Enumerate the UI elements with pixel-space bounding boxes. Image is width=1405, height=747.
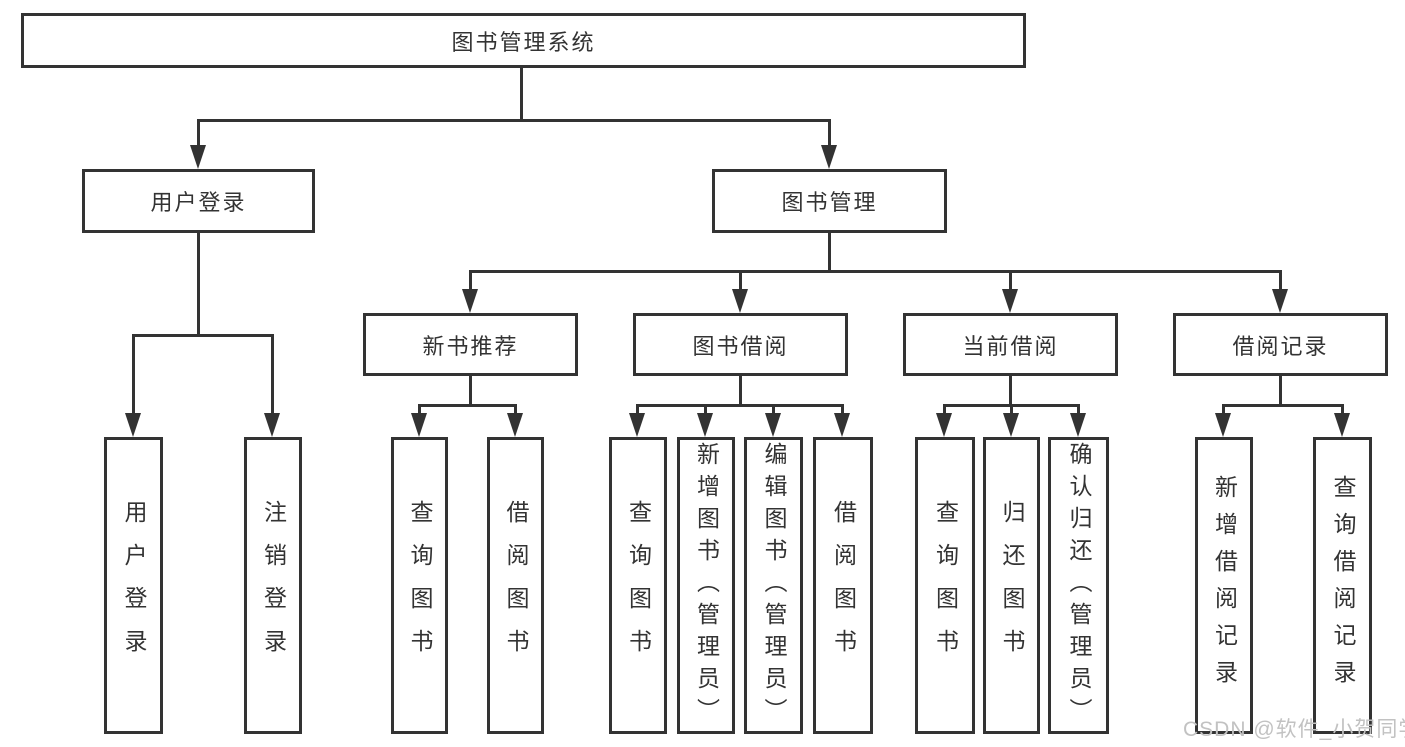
node-borrow-records-label: 借阅记录 bbox=[1232, 333, 1329, 359]
connector-line bbox=[132, 334, 135, 415]
node-user-login-label: 用户登录 bbox=[150, 190, 247, 215]
node-root-label: 图书管理系统 bbox=[451, 29, 596, 55]
connector-line bbox=[1222, 404, 1343, 407]
connector-line bbox=[1279, 270, 1282, 291]
connector-line bbox=[943, 404, 946, 415]
arrowhead-icon bbox=[411, 413, 427, 437]
connector-line bbox=[197, 233, 200, 337]
csdn-watermark: CSDN @软件_小贺同学 bbox=[1183, 718, 1405, 741]
arrowhead-icon bbox=[1334, 413, 1350, 437]
leaf-query-book-recommend: 查询图书 bbox=[391, 437, 448, 734]
arrowhead-icon bbox=[1002, 289, 1018, 313]
leaf-query-book-recommend-label: 查询图书 bbox=[407, 499, 433, 672]
arrowhead-icon bbox=[125, 413, 141, 437]
leaf-edit-book-admin-label: 编辑图书（管理员） bbox=[761, 441, 787, 730]
arrowhead-icon bbox=[1070, 413, 1086, 437]
leaf-return-book: 归还图书 bbox=[983, 437, 1040, 734]
connector-line bbox=[828, 119, 831, 148]
connector-line bbox=[197, 119, 200, 148]
arrowhead-icon bbox=[834, 413, 850, 437]
arrowhead-icon bbox=[264, 413, 280, 437]
connector-line bbox=[418, 404, 421, 415]
leaf-logout-label: 注销登录 bbox=[260, 499, 287, 672]
node-book-management: 图书管理 bbox=[712, 169, 947, 233]
node-book-borrow-label: 图书借阅 bbox=[692, 333, 789, 359]
connector-line bbox=[704, 404, 707, 415]
connector-line bbox=[1009, 270, 1012, 291]
leaf-user-login: 用户登录 bbox=[104, 437, 163, 734]
arrowhead-icon bbox=[190, 145, 206, 169]
connector-line bbox=[772, 404, 775, 415]
connector-line bbox=[636, 404, 844, 407]
leaf-query-borrow-record: 查询借阅记录 bbox=[1313, 437, 1372, 734]
connector-line bbox=[1009, 376, 1012, 407]
connector-line bbox=[828, 233, 831, 273]
arrowhead-icon bbox=[765, 413, 781, 437]
leaf-query-book-borrow: 查询图书 bbox=[609, 437, 667, 734]
node-new-book-recommend: 新书推荐 bbox=[363, 313, 578, 376]
connector-line bbox=[520, 68, 523, 122]
arrowhead-icon bbox=[936, 413, 952, 437]
connector-line bbox=[1077, 404, 1080, 415]
connector-line bbox=[1279, 376, 1282, 407]
node-borrow-records: 借阅记录 bbox=[1173, 313, 1388, 376]
connector-line bbox=[469, 270, 1282, 273]
node-current-borrow-label: 当前借阅 bbox=[962, 333, 1059, 359]
connector-line bbox=[514, 404, 517, 415]
leaf-confirm-return-admin: 确认归还（管理员） bbox=[1048, 437, 1109, 734]
arrowhead-icon bbox=[507, 413, 523, 437]
arrowhead-icon bbox=[1003, 413, 1019, 437]
leaf-borrow-book-recommend: 借阅图书 bbox=[487, 437, 544, 734]
connector-line bbox=[739, 376, 742, 407]
leaf-query-book-borrow-label: 查询图书 bbox=[625, 499, 652, 672]
connector-line bbox=[469, 270, 472, 291]
arrowhead-icon bbox=[821, 145, 837, 169]
connector-line bbox=[1341, 404, 1344, 415]
arrowhead-icon bbox=[1215, 413, 1231, 437]
connector-line bbox=[469, 376, 472, 407]
leaf-edit-book-admin: 编辑图书（管理员） bbox=[744, 437, 803, 734]
connector-line bbox=[739, 270, 742, 291]
connector-line bbox=[636, 404, 639, 415]
node-new-book-recommend-label: 新书推荐 bbox=[422, 333, 519, 359]
leaf-query-book-current: 查询图书 bbox=[915, 437, 975, 734]
leaf-borrow-book-recommend-label: 借阅图书 bbox=[503, 499, 529, 672]
leaf-user-login-label: 用户登录 bbox=[121, 499, 147, 672]
connector-line bbox=[132, 334, 274, 337]
node-user-login: 用户登录 bbox=[82, 169, 315, 233]
node-book-management-label: 图书管理 bbox=[781, 190, 878, 215]
leaf-query-book-current-label: 查询图书 bbox=[932, 499, 959, 672]
arrowhead-icon bbox=[629, 413, 645, 437]
connector-line bbox=[271, 334, 274, 415]
leaf-add-book-admin-label: 新增图书（管理员） bbox=[693, 441, 720, 730]
leaf-add-book-admin: 新增图书（管理员） bbox=[677, 437, 735, 734]
node-book-borrow: 图书借阅 bbox=[633, 313, 848, 376]
leaf-logout: 注销登录 bbox=[244, 437, 302, 734]
leaf-add-borrow-record: 新增借阅记录 bbox=[1195, 437, 1253, 734]
connector-line bbox=[1222, 404, 1225, 415]
connector-line bbox=[1010, 404, 1013, 415]
leaf-borrow-book-borrow-label: 借阅图书 bbox=[830, 499, 857, 672]
leaf-add-borrow-record-label: 新增借阅记录 bbox=[1211, 474, 1238, 697]
arrowhead-icon bbox=[1272, 289, 1288, 313]
leaf-return-book-label: 归还图书 bbox=[999, 499, 1025, 672]
node-root: 图书管理系统 bbox=[21, 13, 1026, 68]
connector-line bbox=[418, 404, 517, 407]
arrowhead-icon bbox=[697, 413, 713, 437]
node-current-borrow: 当前借阅 bbox=[903, 313, 1118, 376]
connector-line bbox=[841, 404, 844, 415]
leaf-query-borrow-record-label: 查询借阅记录 bbox=[1330, 474, 1356, 697]
connector-line bbox=[197, 119, 831, 122]
leaf-borrow-book-borrow: 借阅图书 bbox=[813, 437, 873, 734]
arrowhead-icon bbox=[462, 289, 478, 313]
leaf-confirm-return-admin-label: 确认归还（管理员） bbox=[1066, 441, 1092, 730]
arrowhead-icon bbox=[732, 289, 748, 313]
